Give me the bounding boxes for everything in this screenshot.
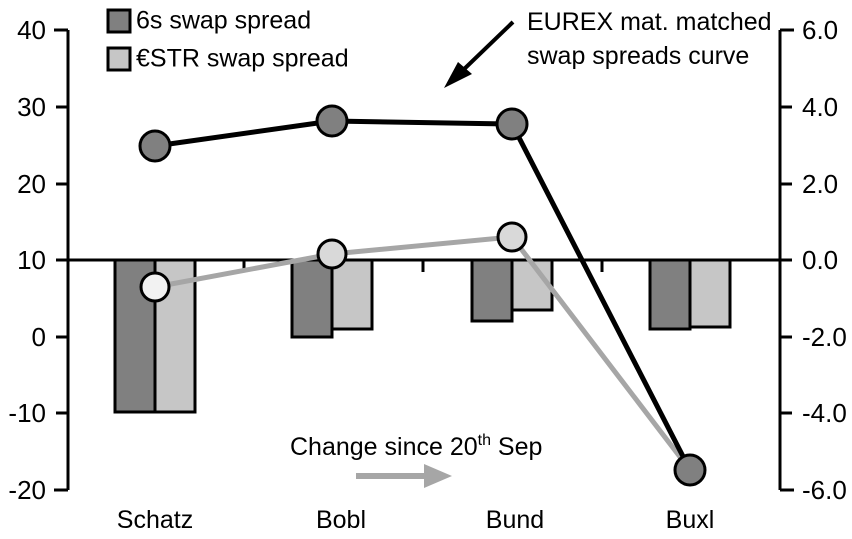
marker-eurex-buxl xyxy=(673,453,707,487)
right-tick-label: 4.0 xyxy=(802,92,838,122)
bar-6s-buxl xyxy=(648,258,692,331)
marker-change-schatz xyxy=(139,271,171,303)
annotation-eurex-curve: EUREX mat. matched swap spreads curve xyxy=(444,8,772,88)
legend: 6s swap spread €STR swap spread xyxy=(106,7,349,73)
line-series-eurex xyxy=(138,104,707,487)
annotation-eurex-line1: EUREX mat. matched xyxy=(527,8,772,36)
left-tick-label: -20 xyxy=(8,475,46,505)
annotation-change-tail: Sep xyxy=(491,433,542,461)
annotation-eurex-line2: swap spreads curve xyxy=(527,42,749,70)
bar-estr-bobl xyxy=(330,258,374,331)
right-tick-label: 6.0 xyxy=(802,15,838,45)
annotation-change-since: Change since 20th Sep xyxy=(290,432,542,488)
annotation-change-text: Change since 20th Sep xyxy=(290,432,542,461)
left-tick-label: 10 xyxy=(17,245,46,275)
annotation-change-main: Change since 20 xyxy=(290,433,478,461)
marker-change-bund xyxy=(496,221,528,253)
line-series-change xyxy=(139,221,692,472)
cat-label-buxl: Buxl xyxy=(666,506,715,534)
left-tick-label: 30 xyxy=(17,92,46,122)
bar-6s-schatz xyxy=(113,258,157,414)
left-tick-label: 0 xyxy=(32,322,46,352)
annotation-change-sup: th xyxy=(478,432,491,449)
bar-series-6s xyxy=(113,258,692,414)
cat-label-bund: Bund xyxy=(486,506,544,534)
right-tick-label: -2.0 xyxy=(802,322,847,352)
left-axis: 40 30 20 10 0 -10 -20 xyxy=(8,15,70,505)
right-axis: 6.0 4.0 2.0 0.0 -2.0 -4.0 -6.0 xyxy=(778,15,847,505)
marker-eurex-schatz xyxy=(138,129,172,163)
right-tick-label: -4.0 xyxy=(802,398,847,428)
legend-swatch-6s xyxy=(106,8,132,34)
bar-estr-buxl xyxy=(688,258,732,329)
right-tick-label: -6.0 xyxy=(802,475,847,505)
change-arrow-icon xyxy=(356,464,452,488)
right-tick-label: 2.0 xyxy=(802,169,838,199)
bar-series-estr xyxy=(153,258,732,414)
cat-label-schatz: Schatz xyxy=(117,506,193,534)
marker-eurex-bobl xyxy=(315,104,349,138)
legend-swatch-estr xyxy=(106,46,132,72)
cat-label-bobl: Bobl xyxy=(316,506,366,534)
bar-6s-bund xyxy=(470,258,514,323)
left-tick-label: 40 xyxy=(17,15,46,45)
x-axis-labels: Schatz Bobl Bund Buxl xyxy=(117,506,715,534)
legend-label-6s: 6s swap spread xyxy=(136,7,311,35)
right-tick-label: 0.0 xyxy=(802,245,838,275)
marker-change-bobl xyxy=(316,238,348,270)
left-tick-label: -10 xyxy=(8,398,46,428)
bar-6s-bobl xyxy=(290,258,334,339)
marker-eurex-bund xyxy=(495,107,529,141)
left-tick-label: 20 xyxy=(17,169,46,199)
annotation-arrow-icon xyxy=(444,20,515,88)
legend-label-estr: €STR swap spread xyxy=(136,45,349,73)
